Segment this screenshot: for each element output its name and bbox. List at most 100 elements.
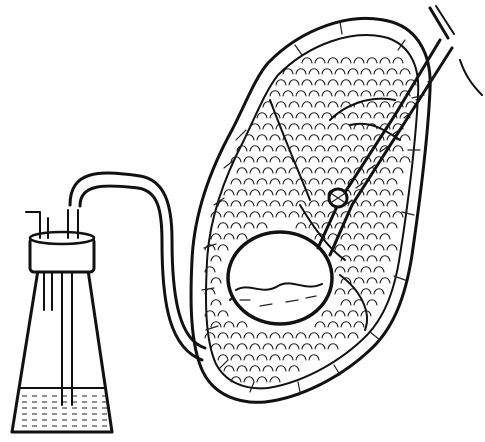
tissue-scallop bbox=[270, 179, 280, 184]
tissue-scallop bbox=[335, 267, 345, 272]
tissue-scallop bbox=[237, 234, 247, 239]
tissue-scallop bbox=[218, 201, 228, 206]
tissue-scallop bbox=[289, 212, 299, 217]
tissue-scallop bbox=[263, 168, 273, 173]
tissue-scallop bbox=[296, 113, 306, 118]
tissue-scallop bbox=[315, 212, 325, 217]
tissue-scallop bbox=[309, 157, 319, 162]
tissue-scallop bbox=[257, 135, 267, 140]
tissue-scallop bbox=[348, 157, 358, 162]
tissue-scallop bbox=[289, 102, 299, 107]
tissue-scallop bbox=[374, 223, 384, 228]
tissue-scallop bbox=[354, 212, 364, 217]
tissue-scallop bbox=[250, 212, 260, 217]
tissue-scallop bbox=[315, 322, 325, 327]
tissue-scallop bbox=[387, 179, 397, 184]
tissue-scallop bbox=[348, 311, 358, 316]
tissue-scallop bbox=[296, 355, 306, 360]
tissue-scallop bbox=[309, 179, 319, 184]
tissue-scallop bbox=[263, 344, 273, 349]
tissue-scallop bbox=[276, 80, 286, 85]
tissue-scallop bbox=[335, 179, 345, 184]
tissue-scallop bbox=[309, 91, 319, 96]
tissue-scallop bbox=[380, 80, 390, 85]
tissue-scallop bbox=[361, 69, 371, 74]
tissue-scallop bbox=[218, 333, 228, 338]
tissue-scallop bbox=[322, 113, 332, 118]
tissue-scallop bbox=[335, 69, 345, 74]
tissue-scallop bbox=[328, 80, 338, 85]
tissue-scallop bbox=[367, 190, 377, 195]
tissue-scallop bbox=[335, 311, 345, 316]
tissue-scallop bbox=[400, 69, 410, 74]
tissue-scallop bbox=[211, 300, 221, 305]
tissue-scallop bbox=[387, 157, 397, 162]
tissue-scallop bbox=[244, 157, 254, 162]
tissue-scallop bbox=[367, 278, 377, 283]
tissue-scallop bbox=[387, 245, 397, 250]
tissue-scallop bbox=[354, 234, 364, 239]
tissue-scallop bbox=[380, 58, 390, 63]
tissue-scallop bbox=[231, 223, 241, 228]
tissue-scallop bbox=[283, 355, 293, 360]
tissue-scallop bbox=[302, 146, 312, 151]
tissue-scallop bbox=[211, 278, 221, 283]
tissue-scallop bbox=[263, 146, 273, 151]
tissue-scallop bbox=[374, 201, 384, 206]
tissue-scallop bbox=[231, 355, 241, 360]
tissue-scallop bbox=[257, 113, 267, 118]
tissue-scallop bbox=[218, 245, 228, 250]
tissue-scallop bbox=[224, 234, 234, 239]
tissue-scallop bbox=[296, 157, 306, 162]
tissue-scallop bbox=[335, 91, 345, 96]
tissue-scallop bbox=[250, 146, 260, 151]
tissue-scallop bbox=[367, 234, 377, 239]
tissue-scallop bbox=[283, 179, 293, 184]
tissue-scallop bbox=[322, 179, 332, 184]
tissue-scallop bbox=[237, 366, 247, 371]
tissue-scallop bbox=[380, 234, 390, 239]
tissue-scallop bbox=[361, 245, 371, 250]
tissue-scallop bbox=[328, 146, 338, 151]
tissue-scallop bbox=[315, 124, 325, 129]
organ-section bbox=[191, 18, 430, 402]
tissue-scallop bbox=[237, 212, 247, 217]
tissue-scallop bbox=[335, 157, 345, 162]
tissue-scallop bbox=[296, 223, 306, 228]
tissue-scallop bbox=[218, 223, 228, 228]
tissue-scallop bbox=[374, 69, 384, 74]
tissue-scallop bbox=[361, 113, 371, 118]
tissue-scallop bbox=[309, 69, 319, 74]
tissue-scallop bbox=[283, 113, 293, 118]
tissue-scallop bbox=[257, 377, 267, 382]
tissue-scallop bbox=[302, 168, 312, 173]
tissue-scallop bbox=[270, 333, 280, 338]
tissue-scallop bbox=[224, 190, 234, 195]
tissue-scallop bbox=[400, 135, 410, 140]
tissue-scallop bbox=[322, 311, 332, 316]
tissue-scallop bbox=[315, 190, 325, 195]
tissue-scallop bbox=[257, 201, 267, 206]
tissue-scallop bbox=[231, 201, 241, 206]
tissue-scallop bbox=[237, 344, 247, 349]
tissue-scallop bbox=[315, 80, 325, 85]
tissue-scallop bbox=[244, 179, 254, 184]
tissue-scallop bbox=[341, 322, 351, 327]
tissue-scallop bbox=[257, 223, 267, 228]
tissue-scallop bbox=[276, 146, 286, 151]
tissue-scallop bbox=[374, 289, 384, 294]
tissue-scallop bbox=[387, 69, 397, 74]
tissue-scallop bbox=[276, 190, 286, 195]
tissue-scallop bbox=[224, 344, 234, 349]
tissue-scallop bbox=[348, 91, 358, 96]
tissue-scallop bbox=[224, 366, 234, 371]
tissue-scallop bbox=[315, 146, 325, 151]
tissue-scallop bbox=[302, 102, 312, 107]
tissue-scallop bbox=[283, 333, 293, 338]
tissue-scallop bbox=[244, 377, 254, 382]
tissue-scallop bbox=[393, 80, 403, 85]
tissue-scallop bbox=[263, 212, 273, 217]
tissue-scallop bbox=[218, 355, 228, 360]
tissue-scallop bbox=[263, 190, 273, 195]
